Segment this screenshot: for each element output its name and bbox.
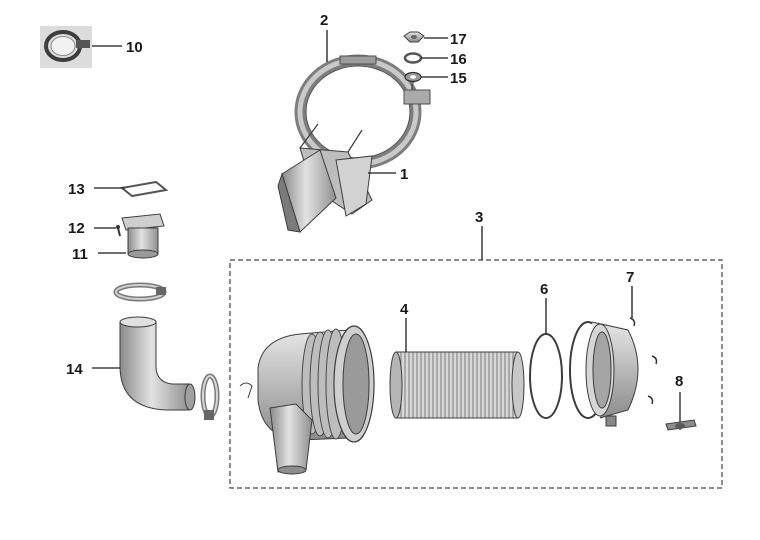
air-cleaner-housing (239, 325, 375, 475)
callout-16: 16 (450, 51, 467, 68)
callout-14: 14 (66, 361, 83, 378)
part-16-spring-washer (403, 52, 423, 64)
part-8-wing-nut (665, 392, 697, 431)
callout-10: 10 (126, 39, 143, 56)
callout-11: 11 (72, 246, 88, 263)
part-4-filter-element (389, 351, 525, 419)
callout-1: 1 (400, 166, 408, 183)
callout-6: 6 (540, 281, 548, 298)
part-14-elbow-hose (119, 316, 196, 411)
callout-12: 12 (68, 220, 85, 237)
part-10-hose-clamp (40, 26, 92, 68)
part-7-end-cap (569, 317, 658, 427)
callout-8: 8 (675, 373, 683, 390)
callout-17: 17 (450, 31, 467, 48)
callout-7: 7 (626, 269, 634, 286)
part-17-nut (403, 31, 425, 43)
part-1-bracket (277, 123, 373, 233)
hose-clamp-upper (113, 282, 167, 302)
part-15-flat-washer (404, 71, 422, 83)
part-11-adapter (121, 213, 165, 259)
callout-3: 3 (475, 209, 483, 226)
callout-15: 15 (450, 70, 467, 87)
callout-13: 13 (68, 181, 85, 198)
part-13-gasket (119, 180, 169, 198)
callout-4: 4 (400, 301, 409, 318)
callout-2: 2 (320, 12, 328, 29)
hose-clamp-side (200, 373, 220, 420)
part-6-o-ring (529, 333, 563, 419)
part-12-screw (116, 225, 121, 237)
